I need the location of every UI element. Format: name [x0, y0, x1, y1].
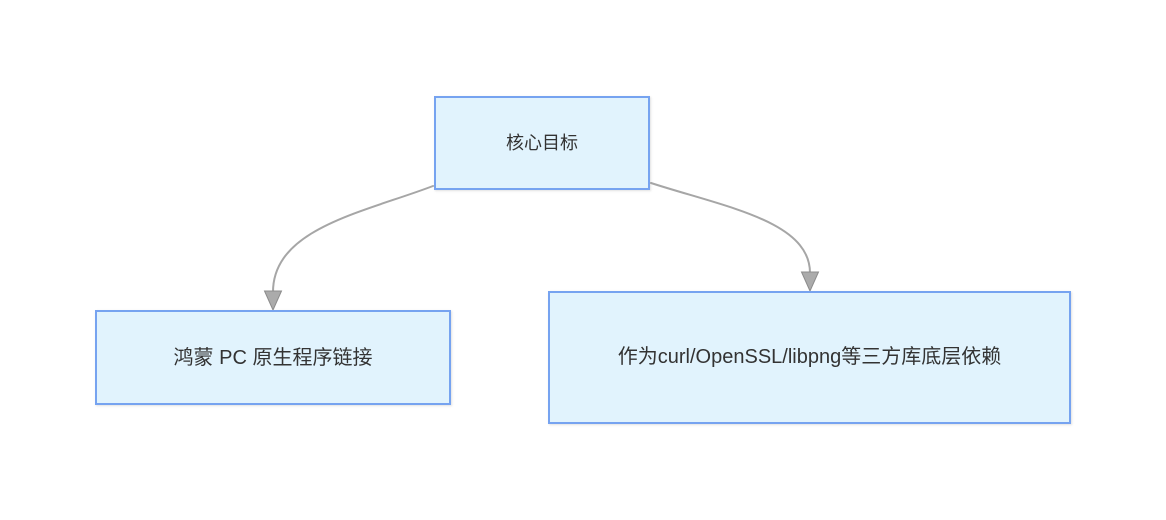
node-third-party-dep-label: 作为curl/OpenSSL/libpng等三方库底层依赖 [617, 346, 1002, 368]
node-harmony-pc-link-label: 鸿蒙 PC 原生程序链接 [173, 346, 373, 369]
node-core-goal-label: 核心目标 [506, 132, 578, 153]
connector-root-to-left[interactable] [272, 185, 434, 293]
node-third-party-dep[interactable]: 作为curl/OpenSSL/libpng等三方库底层依赖 [548, 291, 1071, 424]
arrowhead-left-icon [263, 290, 283, 312]
node-core-goal[interactable]: 核心目标 [434, 96, 650, 190]
connector-root-to-right[interactable] [650, 182, 811, 274]
node-harmony-pc-link[interactable]: 鸿蒙 PC 原生程序链接 [95, 310, 451, 405]
arrowhead-right-icon [800, 271, 820, 293]
